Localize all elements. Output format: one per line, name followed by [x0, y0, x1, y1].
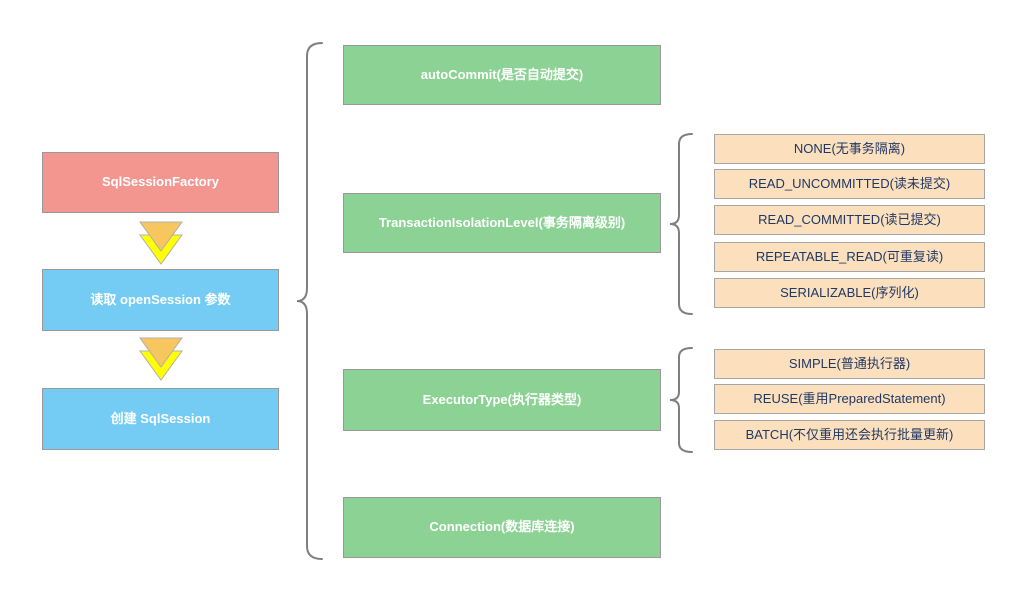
curly-brace-isolation-levels — [669, 133, 693, 315]
node-read-opensession-params: 读取 openSession 参数 — [42, 269, 279, 331]
param-connection: Connection(数据库连接) — [343, 497, 661, 558]
option-batch: BATCH(不仅重用还会执行批量更新) — [714, 420, 985, 450]
node-sqlsessionfactory: SqlSessionFactory — [42, 152, 279, 213]
curly-brace-executor-types — [669, 347, 693, 453]
param-executor-type: ExecutorType(执行器类型) — [343, 369, 661, 431]
option-reuse: REUSE(重用PreparedStatement) — [714, 384, 985, 414]
param-transaction-isolation-level: TransactionIsolationLevel(事务隔离级别) — [343, 193, 661, 253]
option-none: NONE(无事务隔离) — [714, 134, 985, 164]
double-down-arrow-icon — [139, 337, 183, 381]
option-read-uncommitted: READ_UNCOMMITTED(读未提交) — [714, 169, 985, 199]
double-down-arrow-icon — [139, 221, 183, 265]
option-simple: SIMPLE(普通执行器) — [714, 349, 985, 379]
option-repeatable-read: REPEATABLE_READ(可重复读) — [714, 242, 985, 272]
option-read-committed: READ_COMMITTED(读已提交) — [714, 205, 985, 235]
curly-brace-main — [296, 42, 323, 560]
node-create-sqlsession: 创建 SqlSession — [42, 388, 279, 450]
option-serializable: SERIALIZABLE(序列化) — [714, 278, 985, 308]
param-autocommit: autoCommit(是否自动提交) — [343, 45, 661, 105]
